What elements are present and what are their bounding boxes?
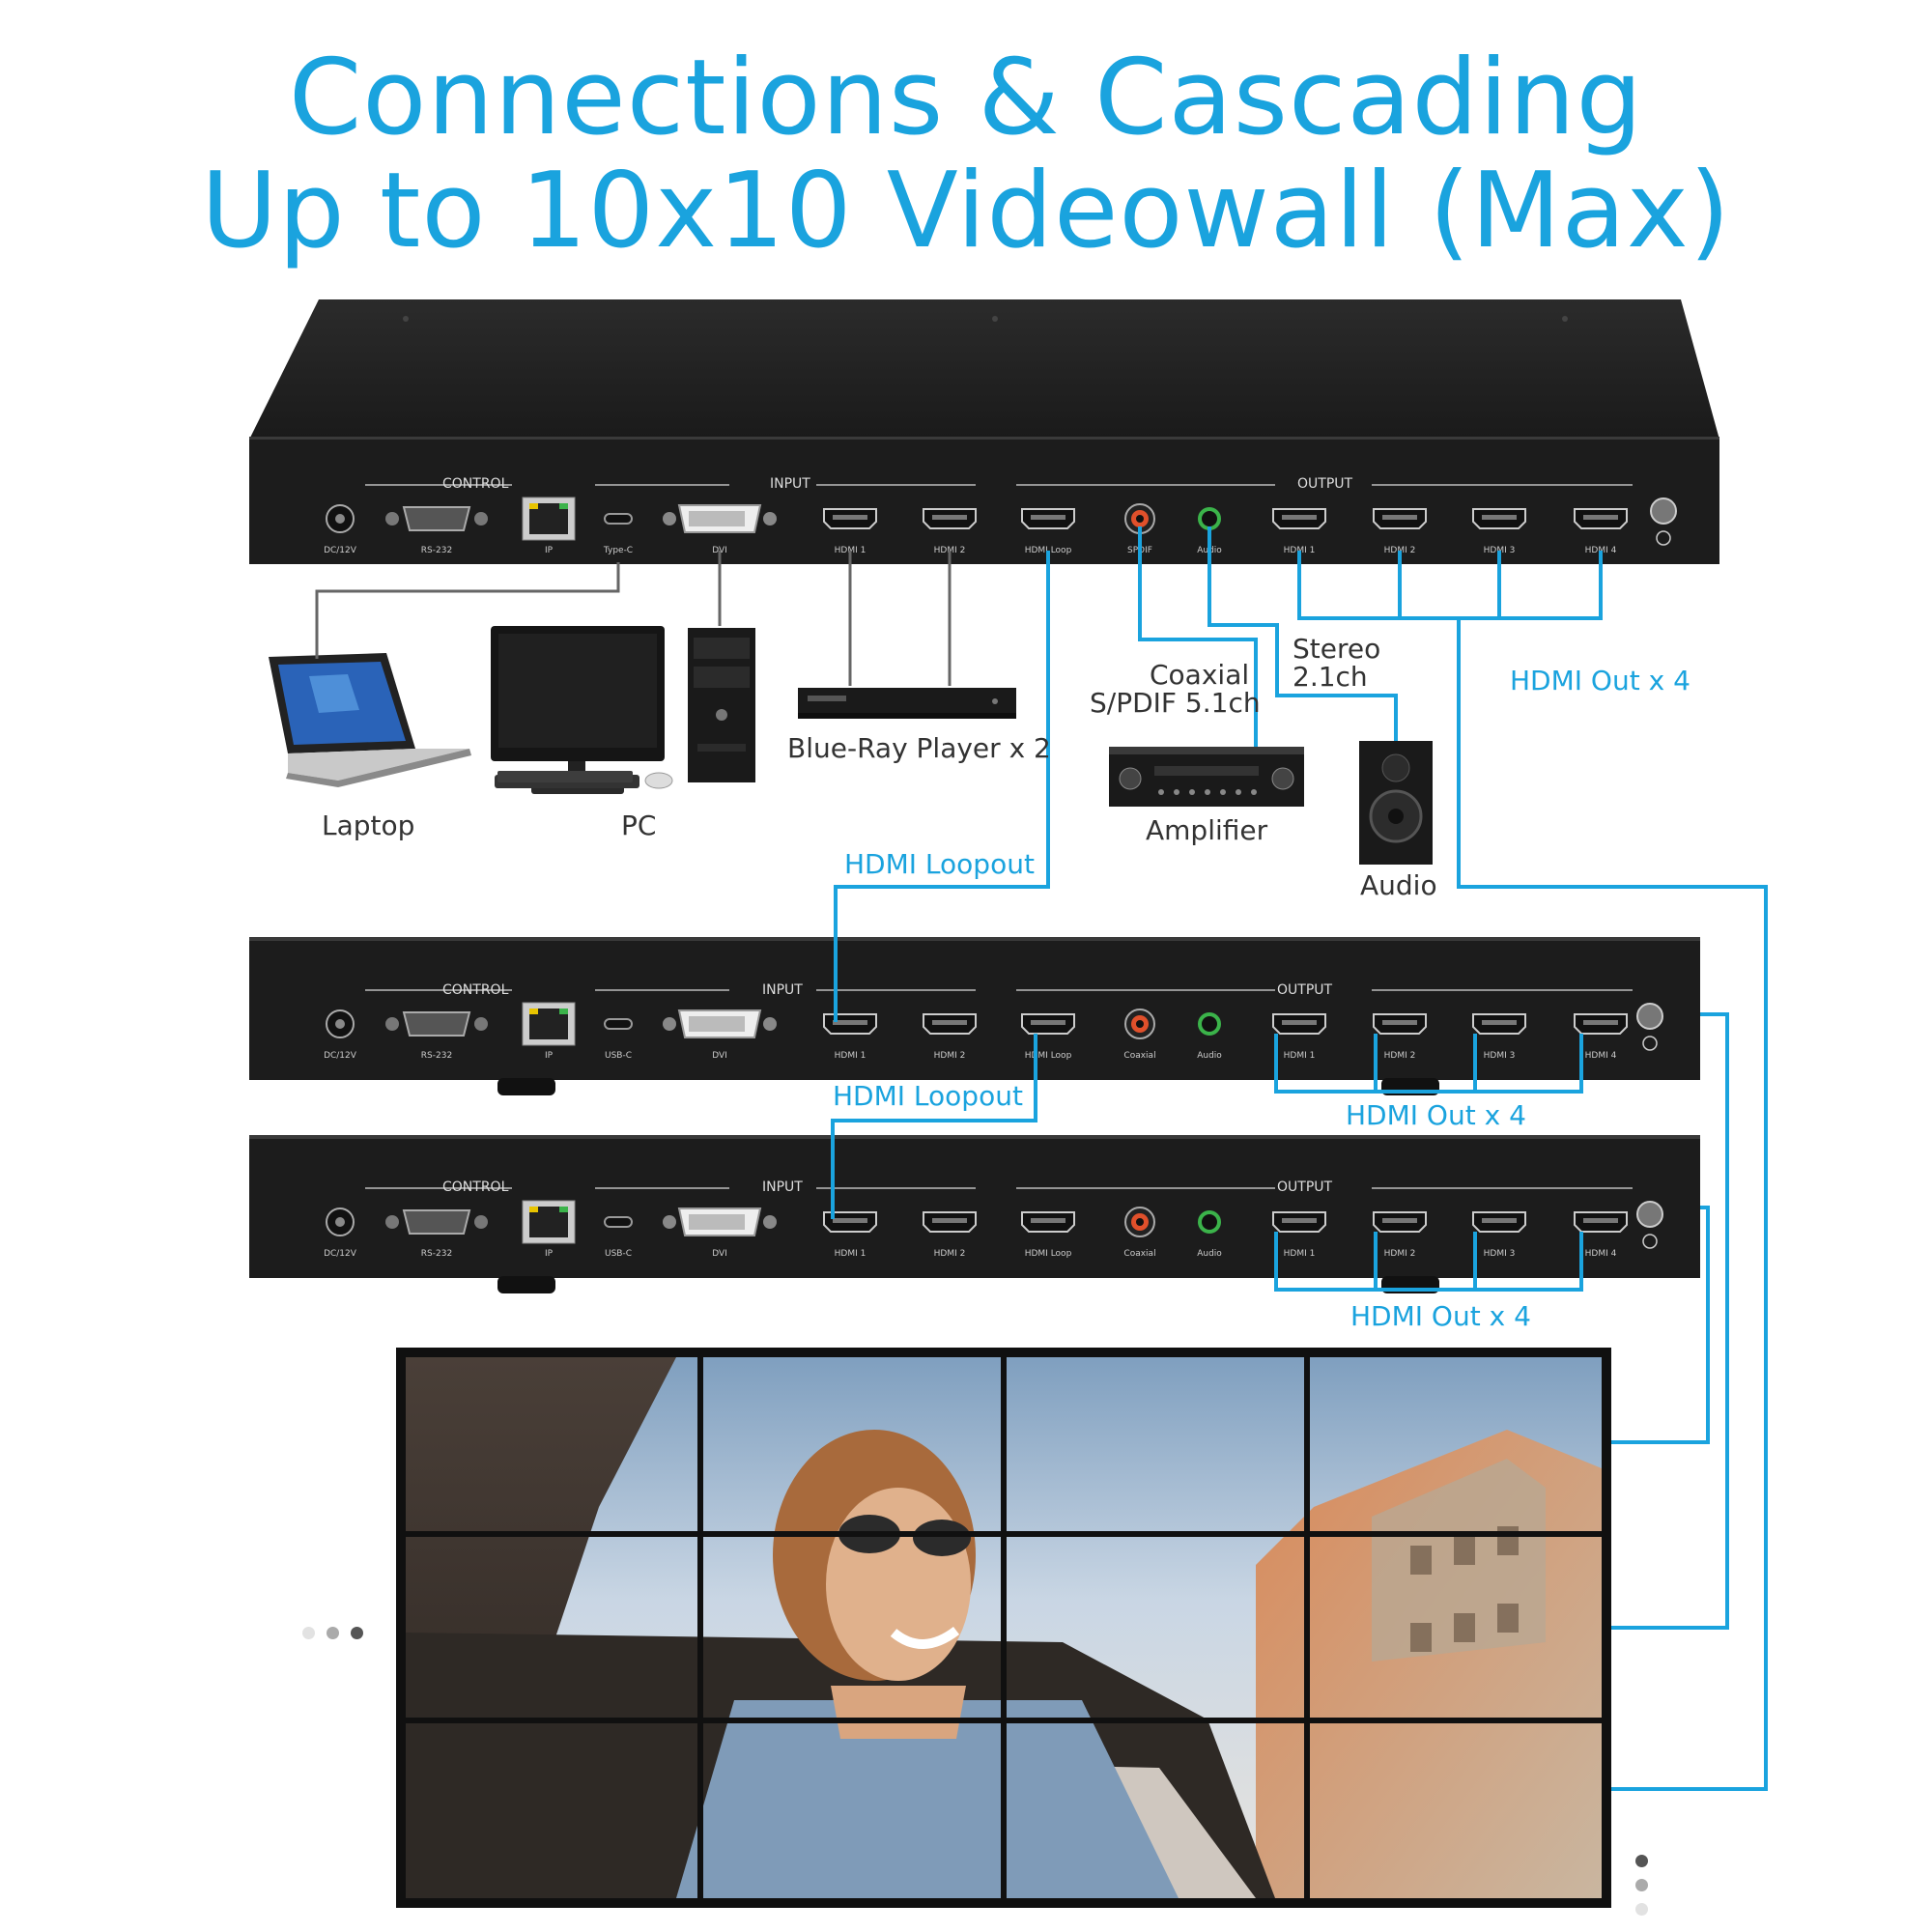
title-line-1: Connections & Cascading	[288, 38, 1644, 158]
port-label: DVI	[712, 1051, 727, 1061]
port-label: HDMI 4	[1585, 1051, 1617, 1061]
port-label: HDMI 1	[835, 1249, 867, 1259]
cascade-device-2	[249, 1135, 1700, 1293]
top-input-label: INPUT	[770, 476, 810, 492]
port-label: Coaxial	[1123, 1249, 1155, 1259]
port-label: HDMI 1	[1284, 1249, 1316, 1259]
port-label: HDMI Loop	[1025, 1051, 1072, 1061]
pc-label: PC	[621, 810, 657, 841]
cascade2-output-label: OUTPUT	[1277, 1179, 1333, 1195]
port-label: IP	[545, 546, 554, 555]
cascade1-control-label: CONTROL	[442, 982, 509, 998]
carousel-dot-1[interactable]	[302, 1627, 315, 1639]
speaker-illustration	[1359, 741, 1433, 865]
port-label: Audio	[1197, 1249, 1222, 1259]
cascade-device-2-ports: DC/12V RS-232 IP USB-C DVI HDMI 1 HDMI 2 HDMI L…	[324, 1187, 1663, 1259]
videowall-grid	[396, 1348, 1611, 1908]
bluray-illustration	[798, 688, 1016, 719]
hdmi-loopout-2-label: HDMI Loopout	[833, 1080, 1023, 1112]
port-label: Coaxial	[1123, 1051, 1155, 1061]
cascade2-input-label: INPUT	[762, 1179, 803, 1195]
pc-illustration	[491, 626, 755, 794]
port-label: HDMI 1	[835, 1051, 867, 1061]
cables	[315, 526, 1768, 1791]
coaxial-label-line2: S/PDIF 5.1ch	[1090, 687, 1261, 719]
stereo-label-line1: Stereo	[1293, 633, 1381, 665]
videowall	[396, 1348, 1611, 1908]
port-label: RS-232	[421, 1249, 452, 1259]
audio-label: Audio	[1360, 869, 1437, 901]
bluray-label: Blue-Ray Player x 2	[787, 732, 1051, 764]
cascade-device-2-panel	[249, 1135, 1700, 1278]
port-label: HDMI 2	[934, 1051, 966, 1061]
port-label: USB-C	[605, 1249, 632, 1259]
port-label: HDMI 1	[1284, 1051, 1316, 1061]
cascade1-output-label: OUTPUT	[1277, 982, 1333, 998]
top-matrix-device	[249, 299, 1719, 564]
carousel-dot-vertical-2[interactable]	[1635, 1879, 1648, 1891]
cascade-device-1	[249, 937, 1700, 1095]
cascade1-input-label: INPUT	[762, 982, 803, 998]
port-label: USB-C	[605, 1051, 632, 1061]
top-control-label: CONTROL	[442, 476, 509, 492]
carousel-dot-vertical-1[interactable]	[1635, 1855, 1648, 1867]
videowall-picture	[406, 1357, 1602, 1898]
port-label: HDMI 2	[1384, 1249, 1416, 1259]
cascade-device-1-panel	[249, 937, 1700, 1080]
carousel-dot-vertical-3[interactable]	[1635, 1903, 1648, 1916]
port-label: HDMI Loop	[1025, 1249, 1072, 1259]
port-label: DC/12V	[324, 1051, 357, 1061]
hdmi-out-bottom-label: HDMI Out x 4	[1350, 1300, 1531, 1332]
port-label: HDMI 3	[1484, 1051, 1516, 1061]
stereo-label-line2: 2.1ch	[1293, 661, 1368, 693]
top-output-label: OUTPUT	[1297, 476, 1353, 492]
amplifier-label: Amplifier	[1146, 814, 1268, 846]
port-label: DVI	[712, 1249, 727, 1259]
cascade2-control-label: CONTROL	[442, 1179, 509, 1195]
port-label: HDMI 2	[1384, 1051, 1416, 1061]
hdmi-out-mid-label: HDMI Out x 4	[1346, 1099, 1526, 1131]
port-label: HDMI 2	[934, 1249, 966, 1259]
port-label: HDMI 3	[1484, 1249, 1516, 1259]
port-label: Type-C	[603, 546, 633, 555]
port-label: HDMI 4	[1585, 1249, 1617, 1259]
port-label: Audio	[1197, 1051, 1222, 1061]
hdmi-loopout-1-label: HDMI Loopout	[844, 848, 1035, 880]
laptop-label: Laptop	[322, 810, 415, 841]
coaxial-label-line1: Coaxial	[1150, 659, 1250, 691]
port-label: DC/12V	[324, 1249, 357, 1259]
carousel-dot-2[interactable]	[327, 1627, 339, 1639]
port-label: RS-232	[421, 1051, 452, 1061]
top-device-lid	[249, 299, 1719, 440]
port-label: IP	[545, 1051, 554, 1061]
port-label: RS-232	[421, 546, 452, 555]
laptop-illustration	[269, 653, 471, 787]
title-line-2: Up to 10x10 Videowall (Max)	[201, 151, 1731, 271]
carousel-dot-3[interactable]	[351, 1627, 363, 1639]
cascade-device-1-ports: DC/12V RS-232 IP USB-C DVI HDMI 1 HDMI 2 HDMI L…	[324, 989, 1663, 1061]
hdmi-out-top-label: HDMI Out x 4	[1510, 665, 1690, 696]
port-label: DC/12V	[324, 546, 357, 555]
amplifier-illustration	[1109, 747, 1304, 807]
port-label: IP	[545, 1249, 554, 1259]
top-device-front-panel	[249, 437, 1719, 564]
